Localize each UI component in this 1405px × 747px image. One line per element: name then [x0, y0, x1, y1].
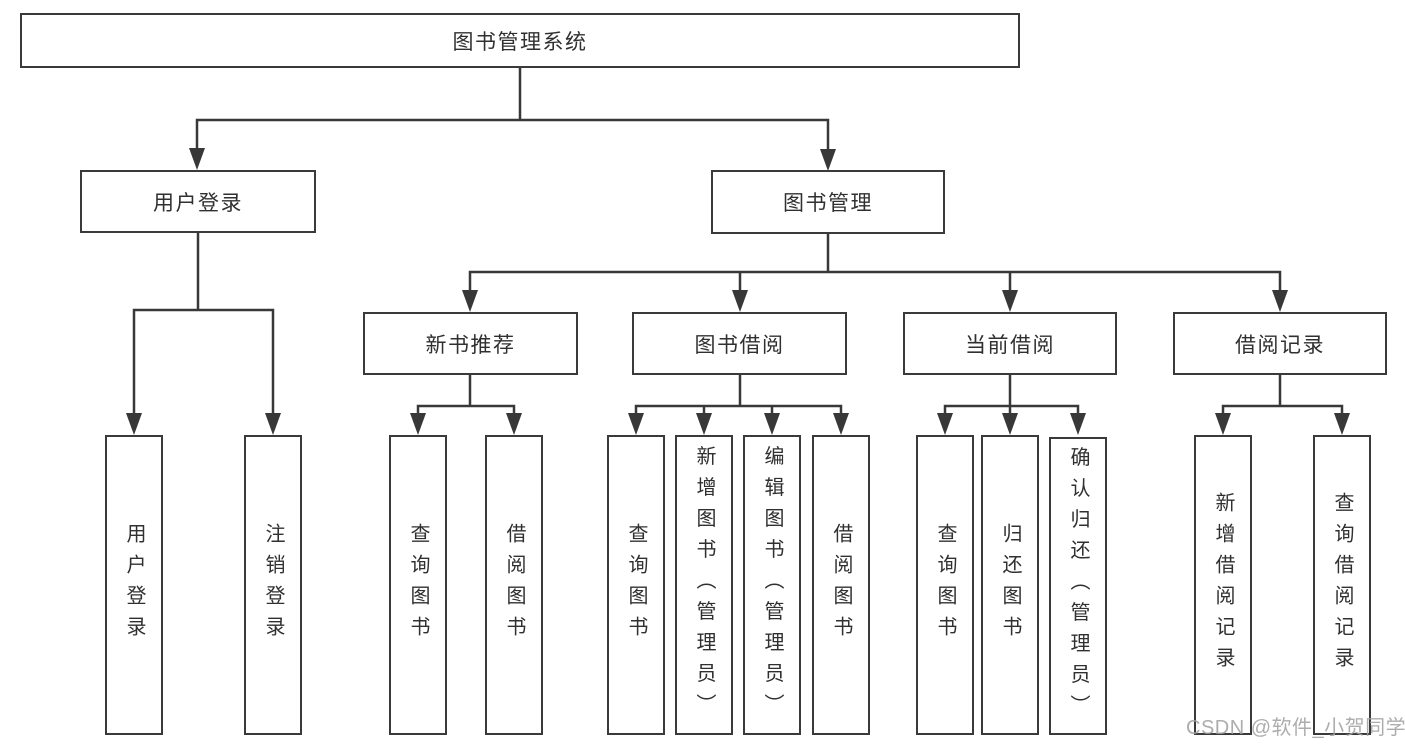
leaf-confirm-return-admin: 确认归还（管理员） [1049, 437, 1107, 735]
arrowheads [126, 148, 1350, 435]
node-book-borrow-label: 图书借阅 [694, 333, 785, 357]
leaf-user-login-label: 用户登录 [123, 523, 145, 647]
leaf-edit-book-admin-label: 编辑图书（管理员） [761, 445, 783, 725]
node-current-borrow-label: 当前借阅 [965, 333, 1055, 357]
node-new-book-recommend: 新书推荐 [363, 312, 578, 375]
leaf-return-book: 归还图书 [981, 435, 1039, 735]
leaf-query-borrow-record: 查询借阅记录 [1313, 435, 1371, 735]
leaf-query-books-1: 查询图书 [389, 435, 447, 735]
leaf-borrow-books-1: 借阅图书 [485, 435, 543, 735]
node-user-login-label: 用户登录 [153, 191, 243, 215]
leaf-query-books-3: 查询图书 [916, 435, 974, 735]
node-borrow-records-label: 借阅记录 [1235, 333, 1325, 357]
leaf-logout-label: 注销登录 [262, 523, 284, 647]
leaf-user-login: 用户登录 [105, 435, 163, 735]
leaf-add-borrow-record: 新增借阅记录 [1194, 435, 1252, 735]
leaf-query-books-2: 查询图书 [607, 435, 665, 735]
leaf-borrow-books-2: 借阅图书 [812, 435, 870, 735]
node-root-label: 图书管理系统 [452, 30, 588, 54]
node-new-book-recommend-label: 新书推荐 [425, 333, 516, 357]
leaf-add-borrow-record-label: 新增借阅记录 [1212, 492, 1234, 678]
leaf-query-books-3-label: 查询图书 [934, 523, 956, 647]
leaf-add-book-admin: 新增图书（管理员） [675, 435, 733, 735]
watermark: CSDN @软件_小贺同学 [1186, 717, 1405, 739]
leaf-query-books-1-label: 查询图书 [407, 523, 429, 647]
node-book-management: 图书管理 [711, 170, 945, 234]
node-book-management-label: 图书管理 [783, 192, 873, 215]
leaf-add-book-admin-label: 新增图书（管理员） [693, 445, 715, 725]
node-book-borrow: 图书借阅 [632, 312, 847, 375]
leaf-query-books-2-label: 查询图书 [625, 523, 647, 647]
node-borrow-records: 借阅记录 [1173, 312, 1387, 375]
leaf-query-borrow-record-label: 查询借阅记录 [1331, 492, 1353, 678]
leaf-borrow-books-1-label: 借阅图书 [503, 523, 525, 647]
leaf-edit-book-admin: 编辑图书（管理员） [743, 435, 801, 735]
node-current-borrow: 当前借阅 [903, 312, 1117, 375]
leaf-logout: 注销登录 [244, 435, 302, 735]
leaf-borrow-books-2-label: 借阅图书 [830, 523, 852, 647]
node-root: 图书管理系统 [20, 13, 1020, 68]
leaf-return-book-label: 归还图书 [999, 523, 1021, 647]
leaf-confirm-return-admin-label: 确认归还（管理员） [1067, 446, 1089, 726]
node-user-login: 用户登录 [80, 170, 316, 233]
